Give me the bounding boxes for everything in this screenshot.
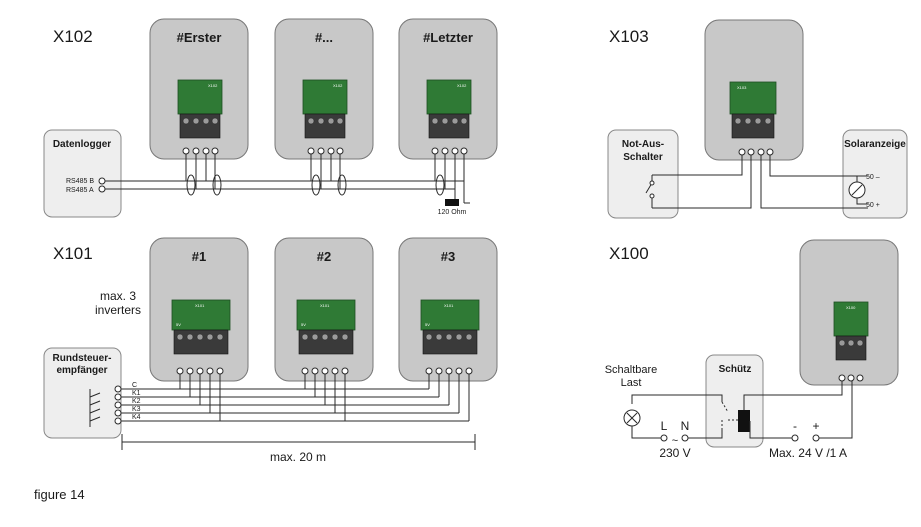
emergency-stop-box: Not-Aus- Schalter xyxy=(607,129,679,219)
svg-text:5V: 5V xyxy=(176,322,181,327)
load-lamp xyxy=(623,409,641,427)
receiver-title-line1: Rundsteuer- xyxy=(53,353,112,364)
mains-l-label: L xyxy=(661,419,668,433)
line-k3-label: K3 xyxy=(132,406,141,413)
connector-x102-last: X102 xyxy=(426,79,472,139)
x103-wiring xyxy=(652,148,868,209)
section-label-x103: X103 xyxy=(609,27,649,46)
load-title-line2: Last xyxy=(621,377,642,389)
line-c-label: C xyxy=(132,382,137,389)
svg-text:X101: X101 xyxy=(320,303,330,308)
ripple-receiver-box: Rundsteuer- empfänger xyxy=(43,347,122,439)
section-label-x102: X102 xyxy=(53,27,93,46)
device-x100: X100 xyxy=(799,239,899,386)
rs485-bus-wiring xyxy=(105,147,470,206)
device-x103: X103 xyxy=(704,19,804,161)
svg-text:X101: X101 xyxy=(444,303,454,308)
x100-wiring: L N ~ 230 V - + Max. 24 V /1 A xyxy=(631,381,853,460)
emergency-title-line2: Schalter xyxy=(623,152,663,163)
receiver-title-line2: empfänger xyxy=(56,365,107,376)
inverter-last-title: #Letzter xyxy=(423,30,473,45)
mains-n-label: N xyxy=(681,419,690,433)
inverter-2-title: #2 xyxy=(317,249,331,264)
line-k1-label: K1 xyxy=(132,390,141,397)
svg-text:X102: X102 xyxy=(457,83,467,88)
solar-pin-plus: 50 + xyxy=(866,202,880,209)
inverter-1: #1 X101 5V xyxy=(149,237,249,382)
section-x103: X103 X103 Not-Aus- Schalter Solaranzeige… xyxy=(607,19,908,219)
section-x101: X101 max. 3 inverters #1 X101 5V #2 X101… xyxy=(43,237,498,464)
terminator-label: 120 Ohm xyxy=(438,209,467,216)
section-label-x100: X100 xyxy=(609,244,649,263)
svg-text:X102: X102 xyxy=(208,83,218,88)
inverter-1-title: #1 xyxy=(192,249,206,264)
solar-pin-minus: 50 – xyxy=(866,174,880,181)
contactor-box: Schütz xyxy=(705,354,764,448)
solar-display-title: Solaranzeige xyxy=(844,139,906,150)
inverter-3-title: #3 xyxy=(441,249,455,264)
rs485-a-label: RS485 A xyxy=(66,187,94,194)
svg-text:X102: X102 xyxy=(333,83,343,88)
inverter-2: #2 X101 5V xyxy=(274,237,374,382)
max-inverters-line1: max. 3 xyxy=(100,289,136,303)
contactor-title: Schütz xyxy=(719,364,752,375)
load-title-line1: Schaltbare xyxy=(605,364,658,376)
line-k4-label: K4 xyxy=(132,414,141,421)
max-distance-label: max. 20 m xyxy=(270,450,326,464)
dc-plus-label: + xyxy=(812,419,819,433)
solar-display-box: Solaranzeige 50 – 50 + xyxy=(842,129,908,219)
connector-x102-middle: X102 xyxy=(302,79,348,139)
figure-caption: figure 14 xyxy=(34,487,85,502)
line-k2-label: K2 xyxy=(132,398,141,405)
control-lines: C K1 K2 K3 K4 xyxy=(121,367,473,422)
max-inverters-line2: inverters xyxy=(95,303,141,317)
datalogger-box: Datenlogger RS485 B RS485 A xyxy=(43,129,122,218)
inverter-first-title: #Erster xyxy=(177,30,222,45)
inverter-3: #3 X101 5V xyxy=(398,237,498,382)
inverter-middle-title: #... xyxy=(315,30,333,45)
mains-voltage-label: 230 V xyxy=(659,446,690,460)
datalogger-title: Datenlogger xyxy=(53,139,111,150)
svg-text:5V: 5V xyxy=(425,322,430,327)
dc-minus-label: - xyxy=(793,419,797,433)
emergency-title-line1: Not-Aus- xyxy=(622,139,664,150)
dc-rating-label: Max. 24 V /1 A xyxy=(769,446,847,460)
section-label-x101: X101 xyxy=(53,244,93,263)
connector-x102-first: X102 xyxy=(177,79,223,139)
svg-text:X101: X101 xyxy=(195,303,205,308)
section-x102: X102 #Erster #... #Letzter X102 X102 xyxy=(43,18,498,218)
svg-text:X100: X100 xyxy=(846,305,856,310)
distance-marker: max. 20 m xyxy=(121,434,476,464)
ac-tilde: ~ xyxy=(672,435,678,447)
section-x100: X100 X100 Schaltbare Last Schütz xyxy=(605,239,899,460)
svg-text:X103: X103 xyxy=(737,85,747,90)
rs485-b-label: RS485 B xyxy=(66,178,94,185)
svg-text:5V: 5V xyxy=(301,322,306,327)
